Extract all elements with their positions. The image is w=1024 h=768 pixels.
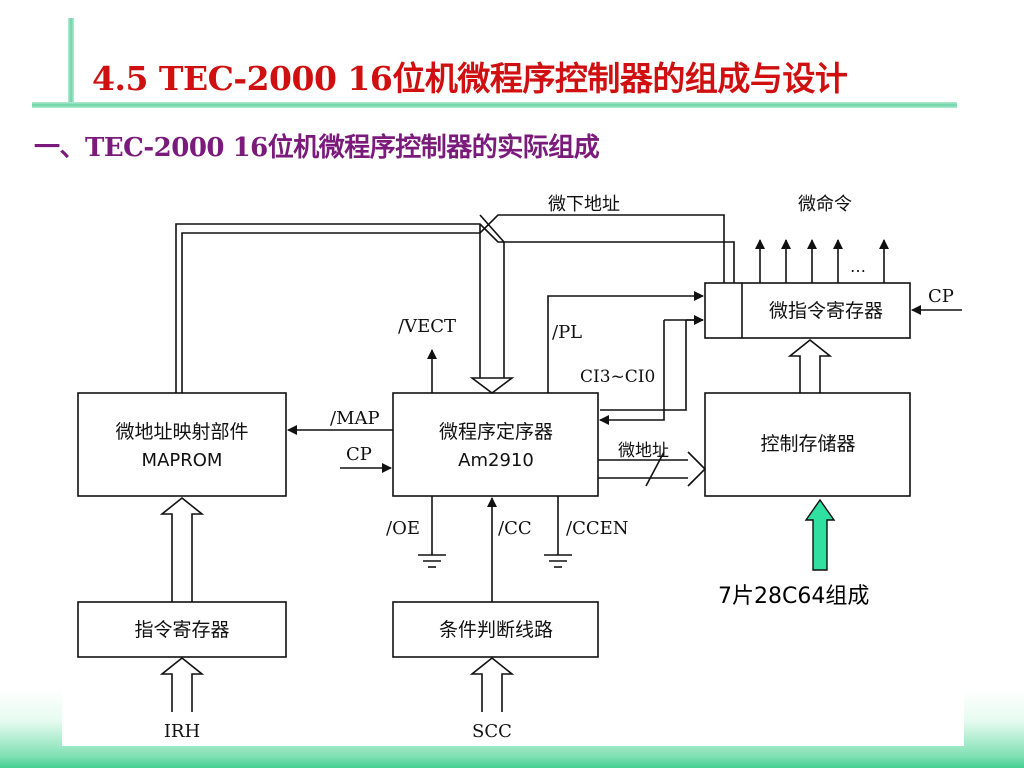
condition-logic-block	[392, 601, 599, 658]
green-up-arrow	[804, 498, 836, 571]
ir-to-maprom-arrow	[159, 496, 205, 602]
ccen-label: /CCEN	[566, 518, 629, 539]
pl-line	[547, 291, 704, 393]
next-address-bus	[175, 214, 735, 394]
oe-ground-symbol	[418, 496, 446, 568]
control-store-label: 控制存储器	[760, 433, 855, 455]
maprom-label-line1: 微地址映射部件	[115, 421, 248, 443]
micro-address-bus	[598, 451, 707, 487]
micro-command-label: 微命令	[798, 194, 852, 215]
cp-micro-ir-label: CP	[928, 286, 954, 307]
ci-line	[600, 319, 703, 411]
irh-label: IRH	[164, 721, 200, 742]
irh-to-ir-arrow	[159, 656, 205, 712]
micro-ir-block	[704, 282, 911, 339]
scc-to-cond-arrow	[469, 656, 515, 712]
scc-label: SCC	[472, 721, 512, 742]
ci-label: CI3~CI0	[580, 367, 655, 387]
micro-command-dots: …	[850, 257, 866, 276]
micro-address-label: 微地址	[618, 441, 669, 461]
next-address-label: 微下地址	[548, 194, 620, 215]
control-store-to-micro-ir-arrow	[787, 338, 833, 393]
oe-label: /OE	[386, 518, 420, 539]
micro-ir-label: 微指令寄存器	[769, 300, 883, 322]
control-store-block	[704, 392, 911, 497]
title-accent-horizontal-bar	[32, 102, 957, 108]
vect-label: /VECT	[398, 316, 456, 337]
micro-command-arrows	[755, 239, 889, 283]
map-label: /MAP	[330, 408, 380, 429]
maprom-block	[77, 392, 287, 497]
instruction-register-label: 指令寄存器	[134, 619, 229, 641]
sequencer-block	[392, 392, 599, 497]
slide-title: 4.5 TEC-2000 16位机微程序控制器的组成与设计	[92, 59, 848, 98]
chip-note: 7片28C64组成	[718, 584, 870, 609]
maprom-label-line2: MAPROM	[142, 450, 223, 471]
sequencer-label-line1: 微程序定序器	[439, 421, 553, 443]
title-accent-vertical-bar	[68, 18, 74, 104]
cp-sequencer-label: CP	[346, 444, 372, 465]
pl-label: /PL	[552, 322, 582, 343]
condition-logic-label: 条件判断线路	[439, 619, 553, 641]
cc-label: /CC	[498, 518, 532, 539]
slide-subtitle: 一、TEC-2000 16位机微程序控制器的实际组成	[34, 133, 600, 163]
ccen-ground-symbol	[544, 496, 572, 568]
sequencer-label-line2: Am2910	[458, 450, 534, 471]
